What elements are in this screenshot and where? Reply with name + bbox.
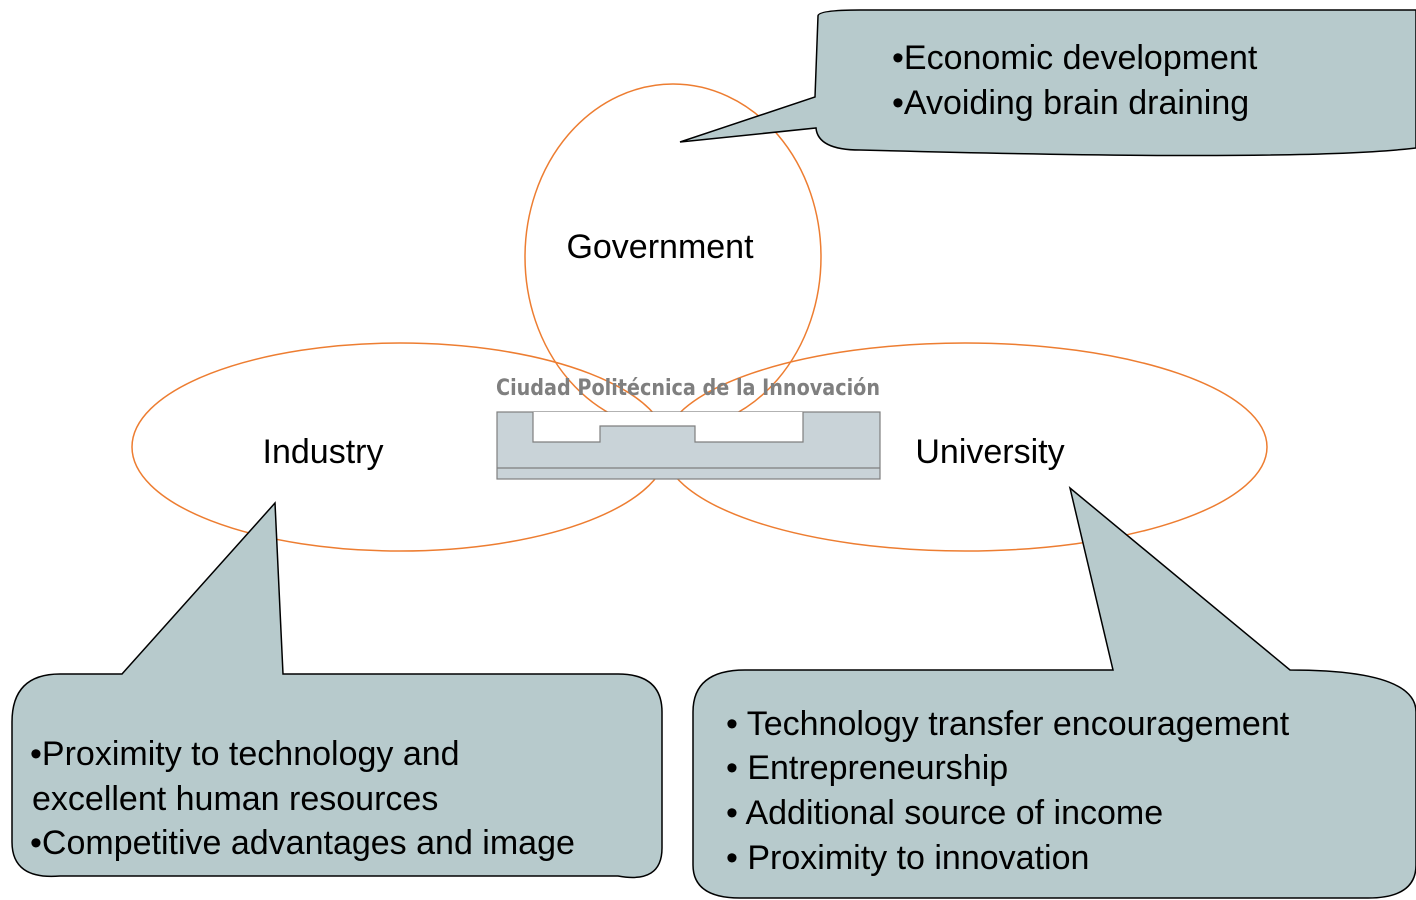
industry-callout-line: •Proximity to technology and: [30, 735, 460, 773]
university-callout-line: • Additional source of income: [726, 794, 1163, 832]
university-callout-line: • Technology transfer encouragement: [726, 705, 1290, 743]
university-label: University: [915, 433, 1064, 471]
industry-callout-line: •Competitive advantages and image: [30, 824, 575, 862]
industry-callout: [11, 501, 663, 879]
university-callout-line: • Proximity to innovation: [726, 839, 1089, 877]
logo-building-outline: [532, 412, 804, 443]
industry-label: Industry: [263, 433, 384, 471]
industry-callout-line: excellent human resources: [32, 780, 438, 818]
university-callout: [692, 485, 1416, 899]
university-callout-line: • Entrepreneurship: [726, 749, 1008, 787]
ciudad-politecnica-logo: Ciudad Politécnica de la Innovación: [496, 376, 881, 480]
logo-text: Ciudad Politécnica de la Innovación: [496, 376, 880, 401]
government-callout-line: •Avoiding brain draining: [892, 84, 1249, 122]
government-callout: [679, 9, 1416, 157]
government-label: Government: [566, 228, 754, 266]
government-callout-line: •Economic development: [892, 39, 1258, 77]
